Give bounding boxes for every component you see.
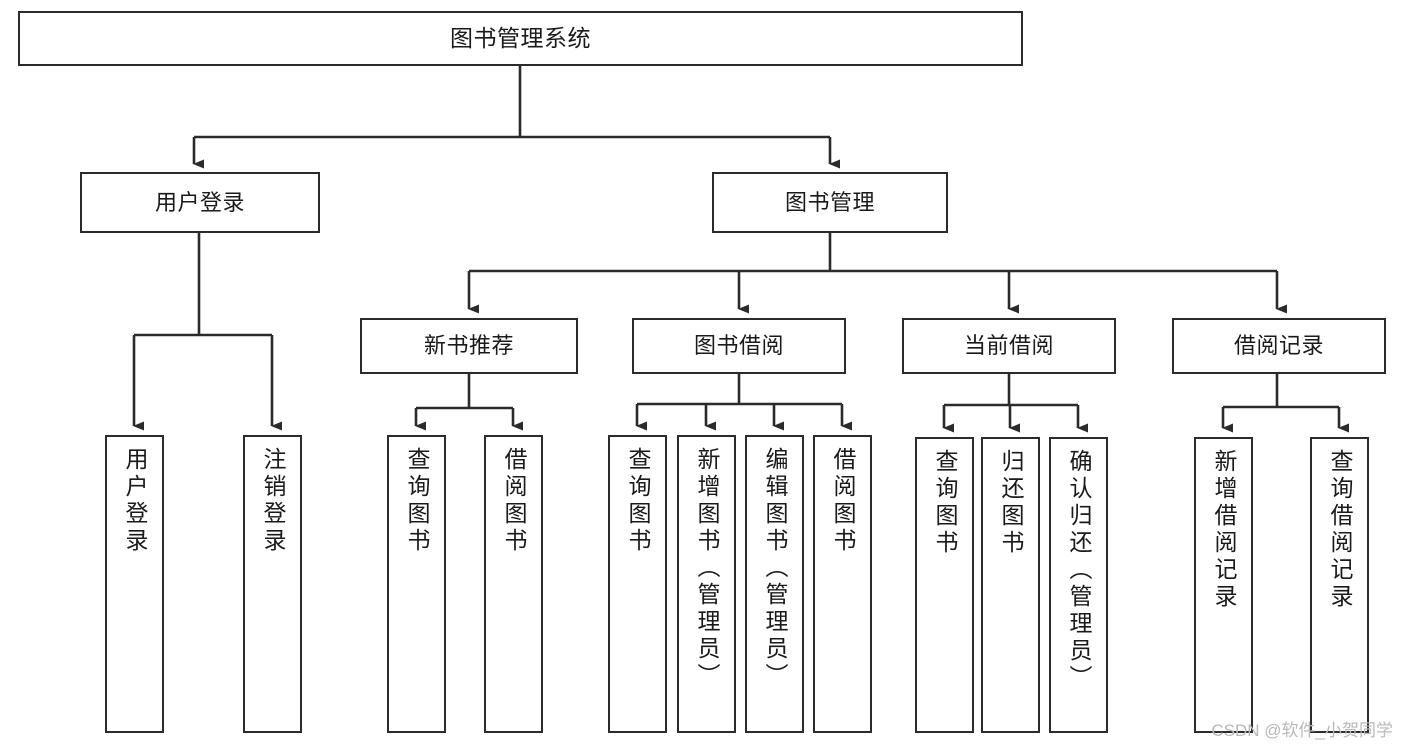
node-user-login[interactable]: 用户登录	[80, 172, 320, 233]
node-leaf-current-query[interactable]: 查询图书	[915, 437, 974, 733]
node-new-book-recommend[interactable]: 新书推荐	[360, 318, 578, 374]
node-leaf-borrow-query[interactable]: 查询图书	[608, 435, 667, 733]
edges-current-borrow	[942, 374, 1088, 433]
edges-root	[192, 66, 840, 169]
edges-user-login	[132, 233, 282, 431]
node-borrow-record[interactable]: 借阅记录	[1172, 318, 1386, 374]
node-leaf-logout[interactable]: 注销登录	[243, 435, 302, 733]
node-root-label: 图书管理系统	[450, 24, 591, 51]
node-leaf-return-book-label: 归还图书	[998, 449, 1024, 557]
node-leaf-query-borrow-record[interactable]: 查询借阅记录	[1310, 437, 1369, 733]
node-current-borrow[interactable]: 当前借阅	[902, 318, 1116, 374]
node-borrow-record-label: 借阅记录	[1233, 333, 1324, 359]
node-leaf-user-login[interactable]: 用户登录	[105, 435, 164, 733]
node-leaf-confirm-return-admin[interactable]: 确认归还（管理员）	[1049, 437, 1108, 733]
edges-book-manage	[467, 233, 1287, 314]
node-leaf-confirm-return-admin-label: 确认归还（管理员）	[1066, 449, 1092, 692]
node-leaf-user-login-label: 用户登录	[122, 447, 148, 555]
node-leaf-add-book-admin-label: 新增图书（管理员）	[694, 447, 720, 690]
node-leaf-borrow-book[interactable]: 借阅图书	[813, 435, 872, 733]
node-leaf-add-book-admin[interactable]: 新增图书（管理员）	[677, 435, 736, 733]
node-user-login-label: 用户登录	[154, 189, 245, 215]
edges-borrow-record	[1221, 374, 1349, 433]
node-root[interactable]: 图书管理系统	[18, 11, 1023, 66]
node-leaf-edit-book-admin[interactable]: 编辑图书（管理员）	[745, 435, 804, 733]
edges-book-borrow	[635, 374, 852, 431]
node-book-borrow-label: 图书借阅	[693, 333, 784, 359]
node-leaf-new-book-borrow[interactable]: 借阅图书	[484, 435, 543, 733]
node-book-management-label: 图书管理	[784, 189, 875, 215]
node-current-borrow-label: 当前借阅	[963, 333, 1054, 359]
node-leaf-edit-book-admin-label: 编辑图书（管理员）	[762, 447, 788, 690]
node-book-borrow[interactable]: 图书借阅	[632, 318, 846, 374]
node-leaf-add-borrow-record[interactable]: 新增借阅记录	[1194, 437, 1253, 733]
node-leaf-add-borrow-record-label: 新增借阅记录	[1211, 449, 1237, 611]
node-leaf-new-book-query-label: 查询图书	[404, 447, 430, 555]
node-leaf-borrow-query-label: 查询图书	[625, 447, 651, 555]
node-book-management[interactable]: 图书管理	[712, 172, 948, 233]
node-leaf-current-query-label: 查询图书	[932, 449, 958, 557]
node-leaf-query-borrow-record-label: 查询借阅记录	[1327, 449, 1353, 611]
node-leaf-logout-label: 注销登录	[260, 447, 286, 555]
node-new-book-recommend-label: 新书推荐	[423, 333, 514, 359]
node-leaf-new-book-borrow-label: 借阅图书	[501, 447, 527, 555]
node-leaf-borrow-book-label: 借阅图书	[830, 447, 856, 555]
node-leaf-return-book[interactable]: 归还图书	[981, 437, 1040, 733]
node-leaf-new-book-query[interactable]: 查询图书	[387, 435, 446, 733]
edges-new-book-recommend	[414, 374, 523, 431]
watermark: CSDN @软件_小贺同学	[1211, 721, 1393, 740]
